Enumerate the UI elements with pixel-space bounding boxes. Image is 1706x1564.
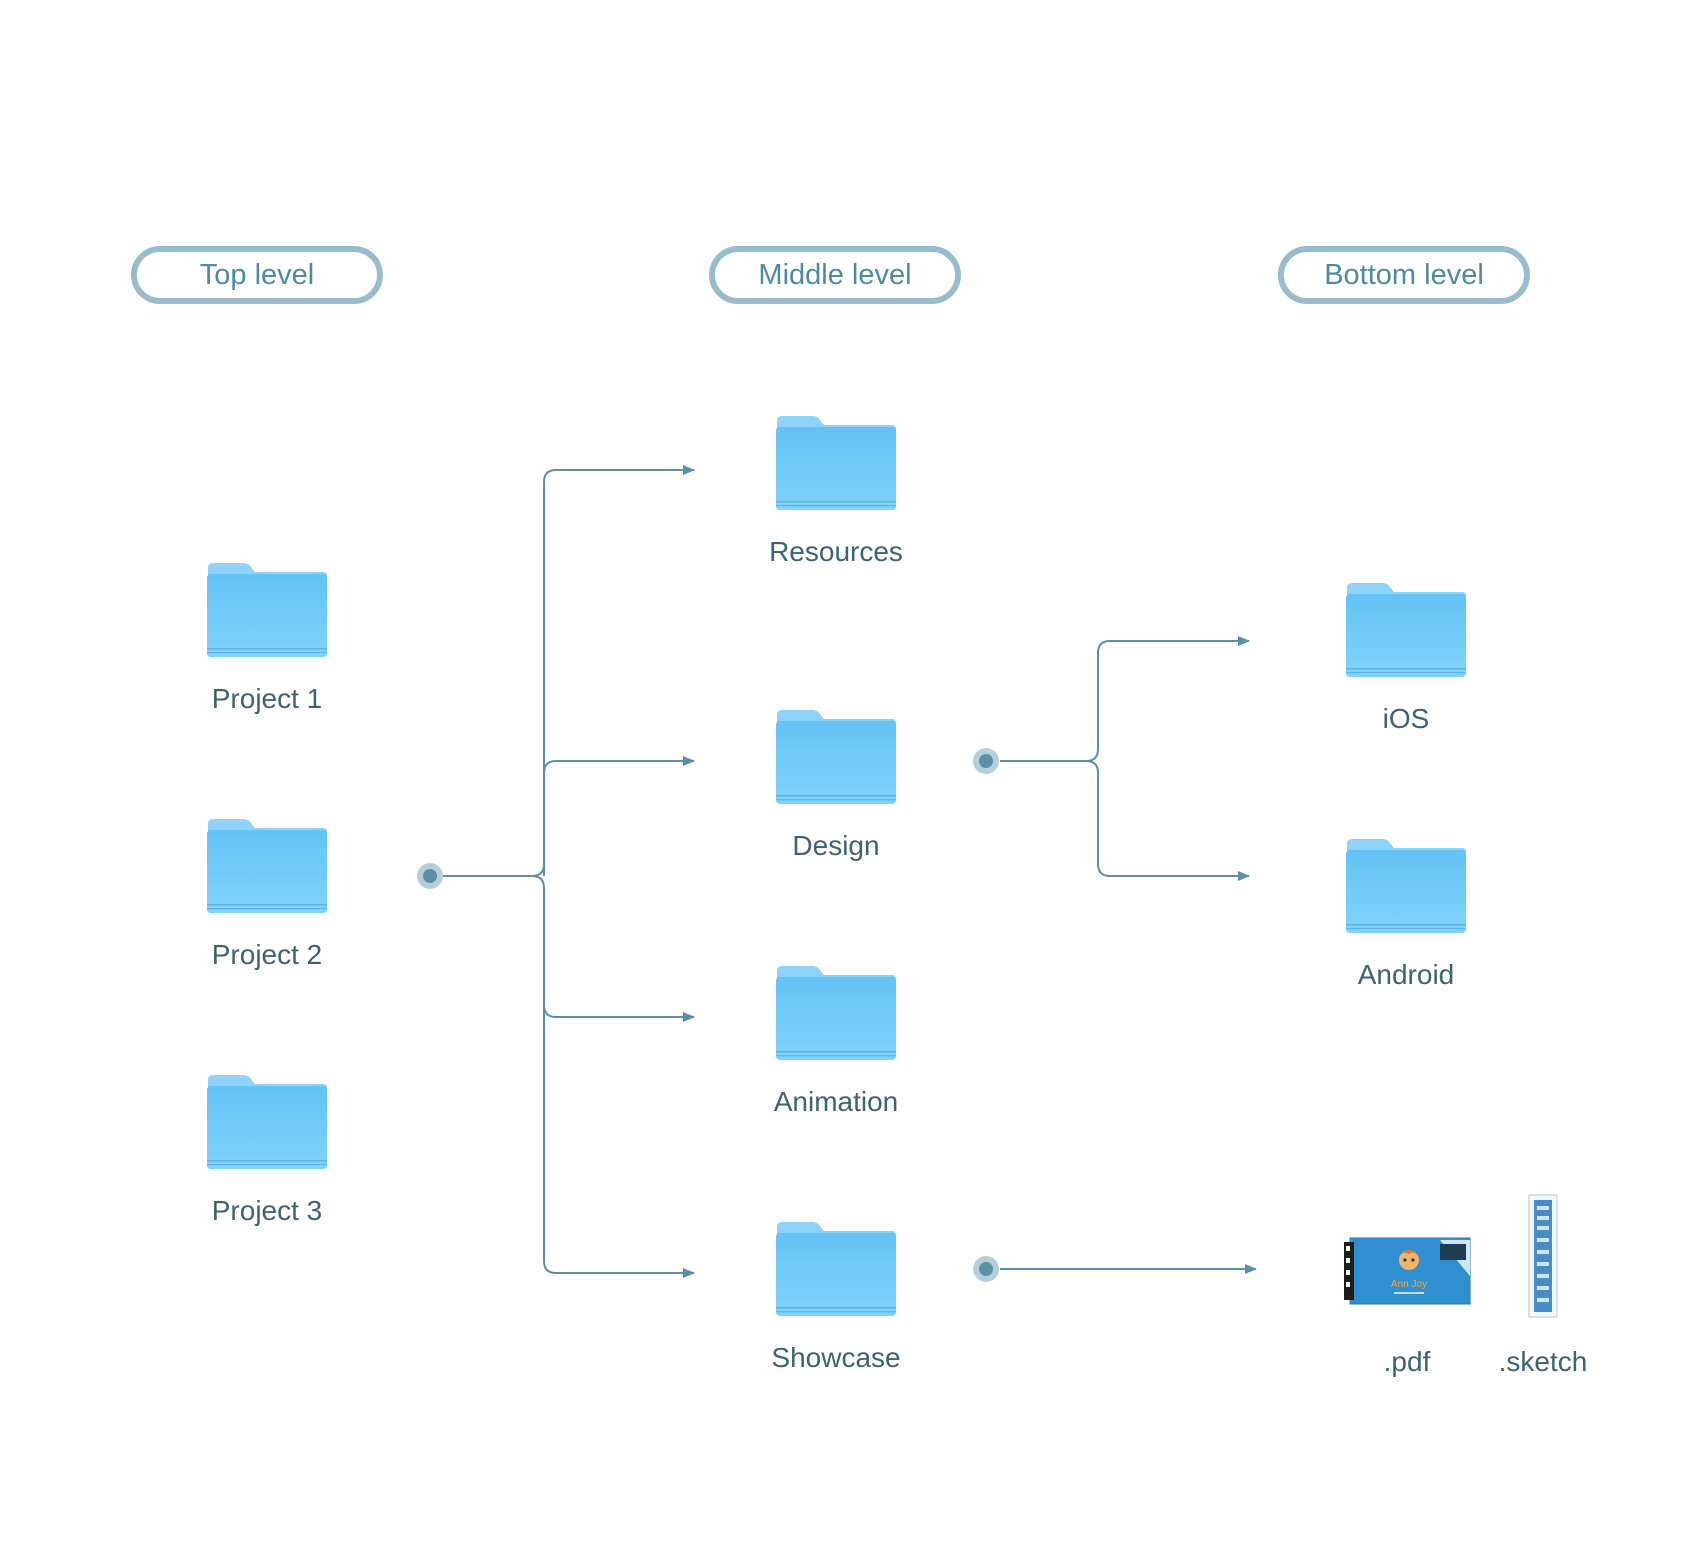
folder-label: Showcase: [771, 1342, 901, 1373]
source-dots: [417, 748, 999, 1282]
folder-showcase[interactable]: Showcase: [726, 1221, 946, 1374]
folder-animation[interactable]: Animation: [726, 965, 946, 1118]
connector-to-design: [543, 756, 695, 876]
folder-label: Project 2: [211, 939, 323, 970]
pdf-file-label: .pdf: [1383, 1346, 1431, 1377]
folder-icon: [1345, 582, 1467, 678]
folder-ios[interactable]: iOS: [1296, 582, 1516, 735]
folder-label: Android: [1357, 959, 1455, 990]
folder-label: Resources: [769, 536, 903, 567]
folder-design[interactable]: Design: [726, 709, 946, 862]
folder-label: Animation: [773, 1086, 899, 1117]
top-level-header: Top level: [131, 246, 383, 304]
folder-icon: [775, 965, 897, 1061]
pdf-cover-text: Ann Joy: [1391, 1279, 1427, 1290]
folder-icon: [206, 818, 328, 914]
folder-label: Design: [792, 830, 880, 861]
connector-to-showcase: [543, 1005, 695, 1278]
pdf-file-icon[interactable]: Ann Joy: [1344, 1236, 1472, 1308]
folder-icon: [775, 415, 897, 511]
folder-project-2[interactable]: Project 2: [157, 818, 377, 971]
folder-icon: [206, 562, 328, 658]
folder-label: Project 1: [211, 683, 323, 714]
folder-label: Project 3: [211, 1195, 323, 1226]
folder-icon: [206, 1074, 328, 1170]
connector-top-trunk: [430, 465, 695, 877]
middle-level-header: Middle level: [709, 246, 961, 304]
connector-to-ios: [1000, 636, 1250, 762]
folder-icon: [775, 1221, 897, 1317]
folder-label: iOS: [1382, 703, 1430, 734]
folder-icon: [1345, 838, 1467, 934]
folder-project-1[interactable]: Project 1: [157, 562, 377, 715]
connector-to-animation: [531, 875, 695, 1022]
folder-resources[interactable]: Resources: [726, 415, 946, 568]
sketch-file-icon[interactable]: [1528, 1194, 1558, 1318]
sketch-file-label: .sketch: [1498, 1346, 1588, 1377]
folder-icon: [775, 709, 897, 805]
connector-to-android: [1085, 760, 1250, 881]
bottom-level-header: Bottom level: [1278, 246, 1530, 304]
folder-project-3[interactable]: Project 3: [157, 1074, 377, 1227]
folder-android[interactable]: Android: [1296, 838, 1516, 991]
